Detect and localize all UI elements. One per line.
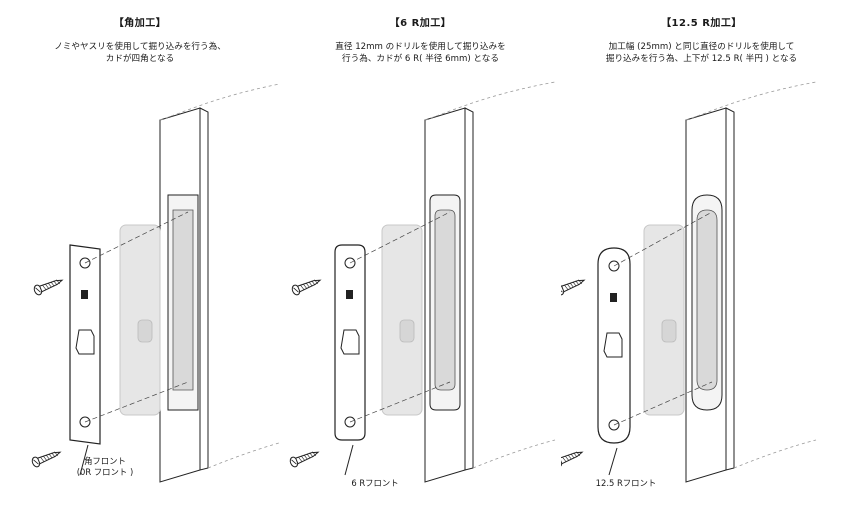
lock-latch-ghost: [399, 319, 415, 343]
latch-opening: [340, 329, 360, 355]
latch-opening: [75, 329, 95, 355]
pocket-inner: [172, 209, 194, 391]
pocket-inner: [434, 209, 456, 391]
caption-leader-line: [79, 444, 89, 476]
screw-icon: [291, 279, 322, 296]
front-caption: 角フロント (0R フロント ): [60, 456, 150, 478]
door-break-line-bottom: [733, 439, 817, 469]
lock-body-ghost: [643, 224, 685, 416]
screw-icon: [561, 279, 586, 296]
panel-6r: 【6 R加工】 直径 12mm のドリルを使用して掘り込みを 行う為、カドが 6…: [280, 0, 561, 524]
panel-12-5r: 【12.5 R加工】 加工幅 (25mm) と同じ直径のドリルを使用して 掘り込…: [561, 0, 842, 524]
description-line-1: ノミやヤスリを使用して掘り込みを行う為、: [54, 42, 226, 52]
alignment-line-top: [349, 211, 451, 264]
alignment-line-bottom: [613, 381, 713, 426]
description-line-2: 掘り込みを行う為、上下が 12.5 R( 半円 ) となる: [605, 53, 798, 64]
pocket-inner: [696, 209, 718, 391]
door-side-face: [464, 107, 474, 471]
caption-line-1: 角フロント: [84, 456, 126, 466]
lock-latch-ghost: [661, 319, 677, 343]
panel-description: 直径 12mm のドリルを使用して掘り込みを 行う為、カドが 6 R( 半径 6…: [280, 42, 561, 65]
lock-body-ghost: [119, 224, 161, 416]
screw-icon: [33, 279, 64, 296]
description-line-1: 直径 12mm のドリルを使用して掘り込みを: [335, 42, 506, 52]
description-line-2: 行う為、カドが 6 R( 半径 6mm) となる: [342, 53, 499, 64]
description-line-2: カドが四角となる: [105, 53, 175, 64]
6r-front-diagram: [289, 81, 556, 483]
panel-description: 加工幅 (25mm) と同じ直径のドリルを使用して 掘り込みを行う為、上下が 1…: [561, 42, 842, 65]
lock-body-ghost: [381, 224, 423, 416]
alignment-line-bottom: [349, 381, 451, 423]
door-break-line-bottom: [472, 439, 556, 469]
screw-icon: [561, 451, 584, 468]
alignment-line-bottom: [84, 381, 189, 423]
caption-leader-line: [344, 444, 354, 476]
screw-icon: [289, 451, 320, 468]
description-line-1: 加工幅 (25mm) と同じ直径のドリルを使用して: [608, 42, 795, 52]
plate-logo-mark: [610, 293, 617, 302]
caption-line-2: (0R フロント ): [76, 467, 134, 477]
plate-logo-mark: [81, 290, 88, 299]
panel-description: ノミやヤスリを使用して掘り込みを行う為、 カドが四角となる: [0, 42, 280, 65]
screw-icon: [31, 451, 62, 468]
panel-square: 【角加工】 ノミやヤスリを使用して掘り込みを行う為、 カドが四角となる 角フロン…: [0, 0, 280, 524]
front-caption: 6 Rフロント: [330, 478, 420, 489]
door-side-face: [199, 107, 209, 471]
panel-title: 【12.5 R加工】: [661, 18, 742, 29]
caption-leader-line: [608, 447, 618, 476]
12-5r-front-diagram: [561, 81, 817, 483]
alignment-line-top: [613, 211, 713, 267]
caption-line-1: 12.5 Rフロント: [595, 478, 657, 488]
front-caption: 12.5 Rフロント: [571, 478, 681, 489]
square-front-diagram: [31, 83, 280, 483]
door-side-face: [725, 107, 735, 471]
caption-line-1: 6 Rフロント: [351, 478, 399, 488]
lock-latch-ghost: [137, 319, 153, 343]
plate-logo-mark: [346, 290, 353, 299]
alignment-line-top: [84, 211, 189, 264]
latch-opening: [603, 332, 623, 358]
door-break-line-bottom: [207, 442, 280, 469]
panel-title: 【6 R加工】: [389, 18, 452, 29]
panel-title: 【角加工】: [113, 18, 167, 29]
